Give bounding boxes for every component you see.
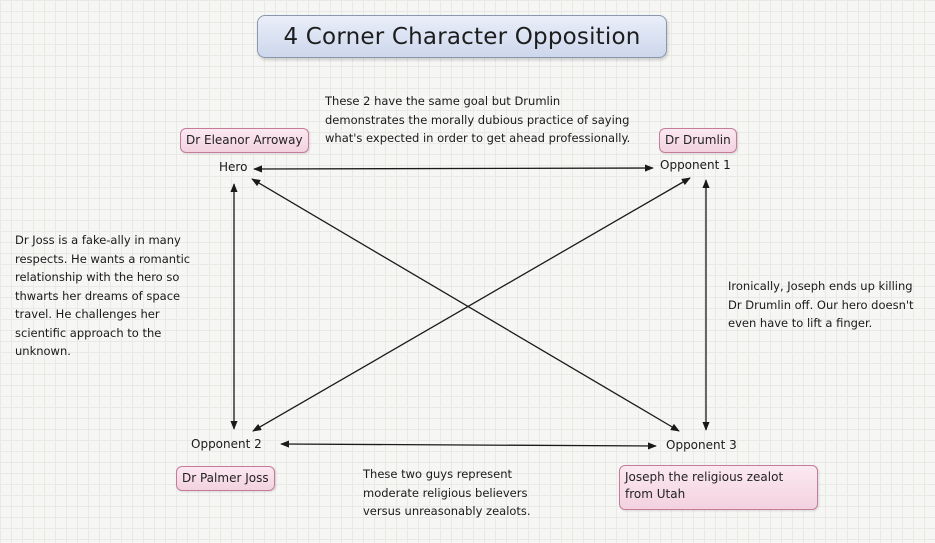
opponent2-label: Opponent 2: [191, 437, 262, 451]
opponent2-name-box: Dr Palmer Joss: [176, 466, 275, 491]
hero-name-box: Dr Eleanor Arroway: [180, 128, 309, 153]
arrow-opponent2-opponent3: [280, 440, 657, 450]
opponent1-name-box: Dr Drumlin: [659, 128, 737, 153]
note-opponent1-vs-opponent3: Ironically, Joseph ends up killing Dr Dr…: [728, 279, 914, 330]
opponent1-label: Opponent 1: [660, 158, 731, 172]
note-opponent2-vs-opponent3: These two guys represent moderate religi…: [363, 467, 531, 518]
note-hero-vs-opponent2: Dr Joss is a fake-ally in many respects.…: [15, 233, 191, 358]
arrow-hero-opponent1: [253, 164, 654, 173]
diagram-title: 4 Corner Character Opposition: [257, 15, 667, 58]
opponent3-name-box: Joseph the religious zealot from Utah: [619, 465, 818, 510]
opponent3-label: Opponent 3: [666, 438, 737, 452]
note-hero-vs-opponent1: These 2 have the same goal but Drumlin d…: [325, 94, 631, 145]
hero-label: Hero: [219, 160, 248, 174]
arrow-opponent1-opponent2: [252, 177, 691, 432]
arrow-hero-opponent3: [251, 178, 680, 432]
